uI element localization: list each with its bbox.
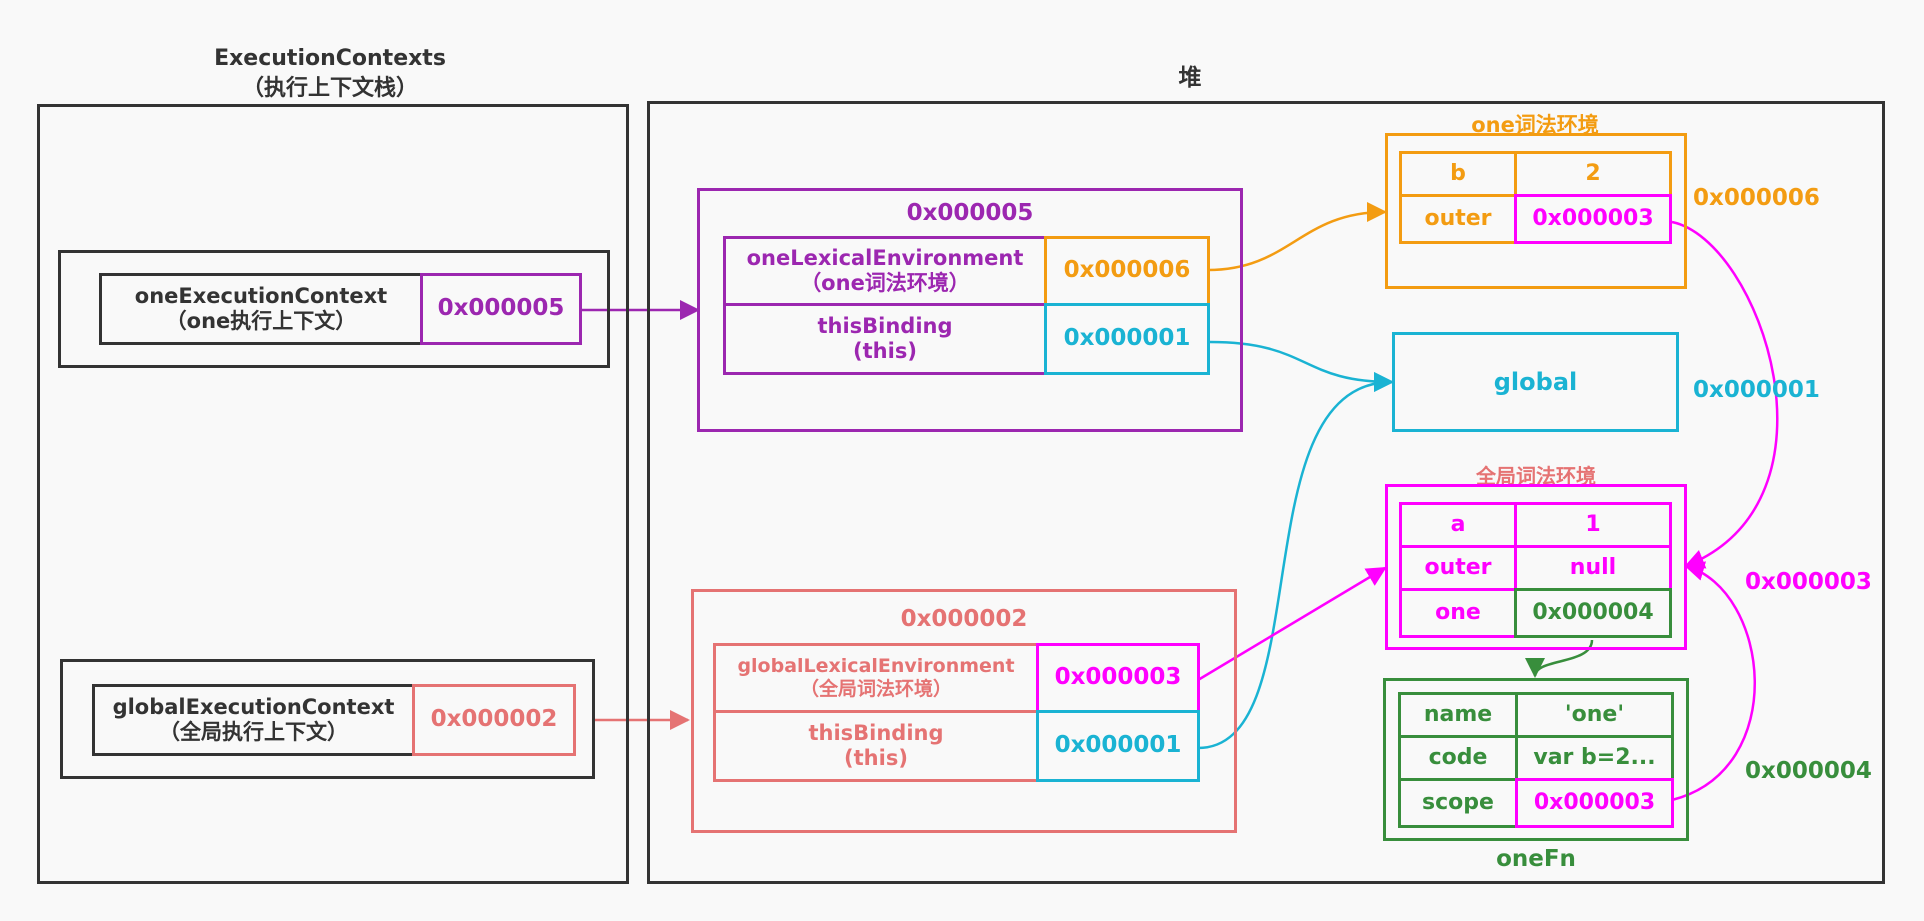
one-env-outer-pointer: 0x000003 <box>1514 194 1672 244</box>
global-this-binding-pointer: 0x000001 <box>1036 710 1200 782</box>
one-env-value: 2 <box>1514 151 1672 197</box>
this-binding-pointer: 0x000001 <box>1044 303 1210 375</box>
context-object-5-address: 0x000005 <box>906 200 1034 226</box>
one-env-key: outer <box>1399 194 1517 244</box>
global-execution-context-label: globalExecutionContext（全局执行上下文） <box>92 684 415 756</box>
global-lexical-environment-field: globalLexicalEnvironment（全局词法环境） <box>713 643 1039 713</box>
global-env-key: outer <box>1399 545 1517 591</box>
one-execution-context-label: oneExecutionContext（one执行上下文） <box>99 273 423 345</box>
global-object-address: 0x000001 <box>1693 377 1820 403</box>
global-execution-context-frame <box>60 659 595 779</box>
global-env-key: a <box>1399 502 1517 548</box>
global-env-address: 0x000003 <box>1745 569 1872 595</box>
one-env-address: 0x000006 <box>1693 185 1820 211</box>
fn-value: 'one' <box>1515 692 1674 738</box>
one-lexical-environment <box>1385 133 1687 289</box>
context-object-2 <box>691 589 1237 833</box>
fn-title: oneFn <box>1496 846 1576 872</box>
heap <box>647 101 1885 884</box>
one-lexical-environment-field: oneLexicalEnvironment（one词法环境） <box>723 236 1047 306</box>
execution-context-stack <box>37 104 629 884</box>
heap-title: 堆 <box>1178 65 1202 91</box>
fn-key: name <box>1398 692 1518 738</box>
fn-value: var b=2... <box>1515 735 1674 781</box>
global-this-binding-field: thisBinding(this) <box>713 710 1039 782</box>
global-object: global <box>1392 332 1679 432</box>
one-execution-context-address: 0x000005 <box>420 273 582 345</box>
context-object-2-address: 0x000002 <box>900 606 1028 632</box>
global-env-key: one <box>1399 588 1517 638</box>
global-env-value: null <box>1514 545 1672 591</box>
global-lexical-environment <box>1385 484 1687 650</box>
context-object-5 <box>697 188 1243 432</box>
this-binding-field: thisBinding(this) <box>723 303 1047 375</box>
stack-title: ExecutionContexts （执行上下文栈） <box>214 46 446 101</box>
one-lexical-environment-pointer: 0x000006 <box>1044 236 1210 306</box>
global-env-one-pointer: 0x000004 <box>1514 588 1672 638</box>
global-env-value: 1 <box>1514 502 1672 548</box>
fn-scope-pointer: 0x000003 <box>1515 778 1674 828</box>
fn-key: code <box>1398 735 1518 781</box>
one-function-object <box>1383 678 1689 841</box>
global-lexical-environment-pointer: 0x000003 <box>1036 643 1200 713</box>
global-execution-context-address: 0x000002 <box>412 684 576 756</box>
fn-address: 0x000004 <box>1745 758 1872 784</box>
one-execution-context-frame <box>58 250 610 368</box>
one-env-key: b <box>1399 151 1517 197</box>
fn-key: scope <box>1398 778 1518 828</box>
